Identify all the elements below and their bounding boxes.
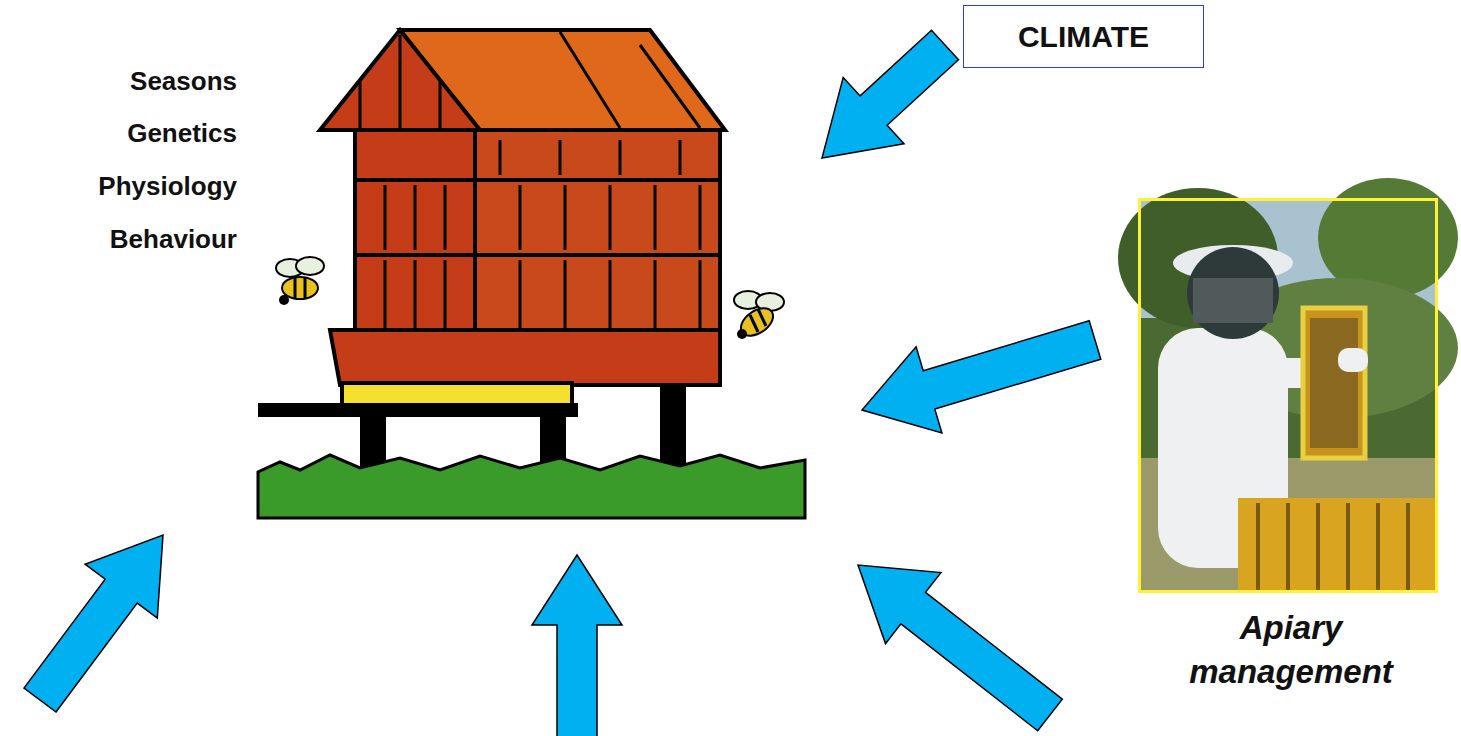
roof-boards bbox=[360, 32, 700, 130]
hive-front bbox=[355, 130, 475, 330]
hive-bands bbox=[355, 180, 720, 255]
factor-label: Seasons bbox=[20, 66, 237, 97]
box-title: CLIMATE bbox=[1018, 20, 1149, 54]
landing-board bbox=[258, 403, 578, 417]
block-arrow bbox=[862, 321, 1101, 433]
bee bbox=[734, 291, 784, 341]
factor-label: Physiology bbox=[20, 171, 237, 202]
factor-box: CLIMATE bbox=[963, 5, 1204, 68]
block-arrow bbox=[822, 30, 959, 158]
hive-gable bbox=[320, 30, 480, 130]
block-arrow bbox=[24, 535, 163, 712]
factor-label: Behaviour bbox=[20, 224, 237, 255]
hive-planks bbox=[385, 140, 700, 328]
hive-side bbox=[475, 130, 720, 330]
photo-caption: Apiary management bbox=[1161, 606, 1421, 694]
grass bbox=[258, 455, 805, 518]
factor-label: Genetics bbox=[20, 118, 237, 149]
block-arrow bbox=[858, 565, 1062, 731]
hive-base bbox=[330, 330, 720, 385]
bee bbox=[276, 257, 324, 305]
block-arrow bbox=[532, 555, 622, 736]
beekeeper-photo bbox=[1118, 178, 1458, 593]
hive-entrance bbox=[342, 383, 572, 405]
photo-frame: Apiary management bbox=[1138, 198, 1438, 593]
